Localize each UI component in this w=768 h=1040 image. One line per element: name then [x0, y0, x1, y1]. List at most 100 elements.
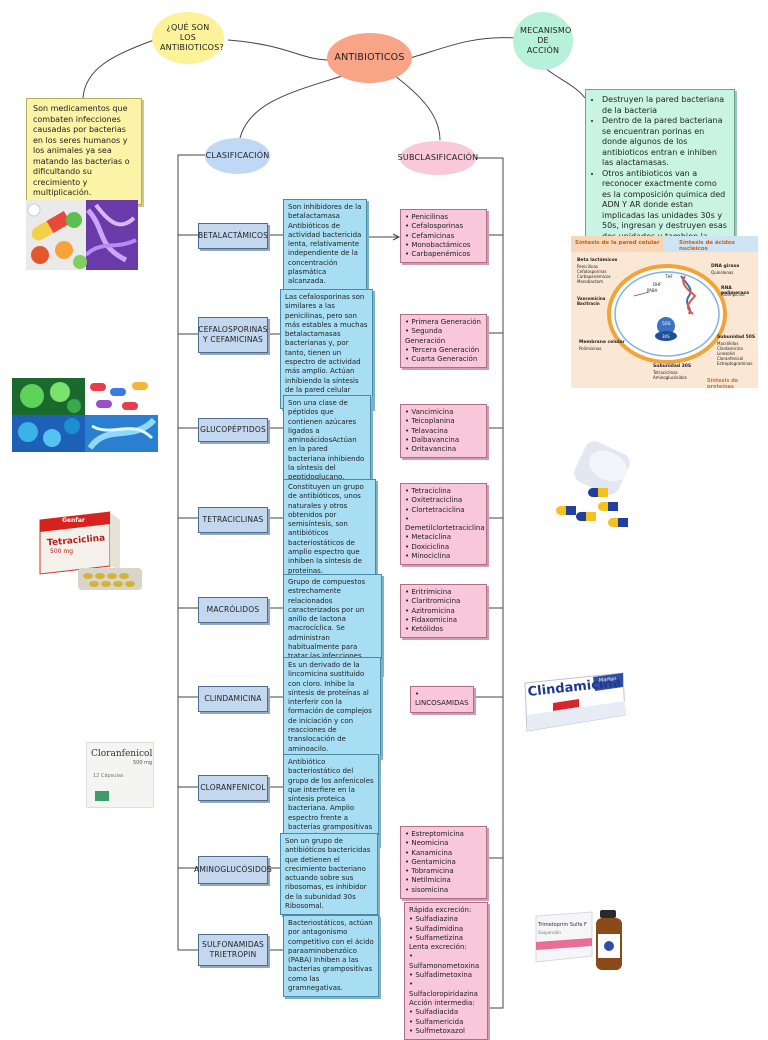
mechanism-item: Destruyen la pared bacteriana de la bact… — [602, 95, 728, 116]
subclass-item: Segunda Generación — [405, 327, 482, 346]
syrup-name: Trimetoprim Sulfa F — [538, 922, 587, 928]
subclass-list: Primera GeneraciónSegunda GeneraciónTerc… — [405, 318, 482, 364]
subclass-item: Sulfadimetoxina — [409, 971, 483, 980]
category-6: CLINDAMICINA — [198, 686, 268, 712]
subclass-item: Telavacina — [405, 427, 482, 436]
category-4: TETRACICLINAS — [198, 507, 268, 533]
category-label: CEFALOSPORINAS Y CEFAMICINAS — [198, 325, 267, 345]
description-8: Son un grupo de antibióticos bactericida… — [280, 833, 378, 915]
classification-bubble: CLASIFICACIÓN — [205, 138, 270, 174]
subclass-item: Demetilclortetraciclina — [405, 515, 482, 534]
capsules-bottle-photo — [548, 440, 634, 532]
mechanism-note: Destruyen la pared bacteriana de la bact… — [585, 89, 735, 259]
category-9: SULFONAMIDAS TRIETROPIN — [198, 934, 268, 966]
title-bubble: ANTIBIOTICOS — [327, 33, 412, 83]
subclass-item: Doxiciclina — [405, 543, 482, 552]
r50s-label: 50S — [662, 322, 671, 327]
subclass-header: Rápida excreción: — [409, 906, 483, 915]
subclass-item: Metaciclina — [405, 533, 482, 542]
subclass-item: Vancimicina — [405, 408, 482, 417]
subclass-item: Ketólidos — [405, 625, 482, 634]
subclass-item: Estreptomicina — [405, 830, 482, 839]
mechanism-list: Destruyen la pared bacteriana de la bact… — [592, 95, 728, 253]
subclass-item: Fidaxomicina — [405, 616, 482, 625]
quinolones-label: Quinolonas — [711, 270, 733, 275]
mechanism-item: Dentro de la pared bacteriana se encuent… — [602, 116, 728, 169]
sub30s-items: Tetraciclinas Aminoglucósidos — [653, 370, 687, 380]
category-label: CLORANFENICOL — [200, 783, 266, 793]
description-9: Bacteriostáticos, actúan por antagonismo… — [283, 915, 379, 997]
subclass-list: Rápida excreción:SulfadiazinaSulfadimidi… — [409, 906, 483, 1036]
subclass-item: Eritrimicina — [405, 588, 482, 597]
page-title: ANTIBIOTICOS — [334, 53, 404, 63]
category-label: AMINOGLUCÓSIDOS — [194, 865, 272, 875]
subclass-item: Dalbavancina — [405, 436, 482, 445]
subclass-item: Cefamicinas — [405, 232, 482, 241]
subclass-item: LINCOSAMIDAS — [415, 690, 469, 709]
beta-items: Penicilinas Cefalosporinas Carbapenémico… — [577, 264, 611, 284]
category-label: BETALACTÁMICOS — [198, 231, 268, 241]
r30s-label: 30S — [662, 334, 670, 339]
question-text: ¿QUÉ SON LOS ANTIBIOTICOS? — [160, 23, 216, 53]
category-label: CLINDAMICINA — [204, 694, 261, 704]
definition-text: Son medicamentos que combaten infeccione… — [33, 104, 130, 197]
subclass-item: Netilmicina — [405, 876, 482, 885]
protein-title: Síntesis de proteínas — [707, 378, 758, 388]
nucleic-title: Síntesis de ácidos nucleicos — [679, 240, 758, 252]
subclass-item: Gentamicina — [405, 858, 482, 867]
sulfa-products: Trimetoprim Sulfa F Suspensión — [534, 906, 630, 972]
subclass-header: Lenta excreción: — [409, 943, 483, 952]
category-label: MACRÓLIDOS — [207, 605, 260, 615]
mechanism-bubble: MECANISMO DE ACCIÓN — [513, 12, 573, 70]
subclass-item: sisomicina — [405, 886, 482, 895]
subclass-list: PenicilinasCefalosporinasCefamicinasMono… — [405, 213, 482, 259]
subclass-item: Cefalosporinas — [405, 222, 482, 231]
rifampin-label: Rifampicina — [721, 292, 745, 297]
subclass-list: EstreptomicinaNeomicinaKanamicinaGentami… — [405, 830, 482, 895]
subclass-item: Clortetraciclina — [405, 506, 482, 515]
description-2: Las cefalosporinas son similares a las p… — [280, 289, 373, 409]
category-1: BETALACTÁMICOS — [198, 223, 268, 249]
subclass-5: EritrimicinaClaritromicinaAzitromicinaFi… — [400, 584, 487, 638]
subclass-item: Sulfadiacida — [409, 1008, 483, 1017]
cell-wall-title: Síntesis de la pared celular — [575, 240, 660, 246]
cloranfenicol-box: Cloranfenicol 500 mg 12 Cápsulas — [86, 742, 154, 808]
bacteria-photo — [12, 378, 158, 452]
pills-photo — [26, 200, 138, 270]
subclass-1: PenicilinasCefalosporinasCefamicinasMono… — [400, 209, 487, 263]
category-8: AMINOGLUCÓSIDOS — [198, 856, 268, 884]
subclass-item: Carbapenémicos — [405, 250, 482, 259]
subclass-item: Sulfamonometoxina — [409, 952, 483, 971]
subclass-list: EritrimicinaClaritromicinaAzitromicinaFi… — [405, 588, 482, 634]
subclass-list: VancimicinaTeicoplaninaTelavacinaDalbava… — [405, 408, 482, 454]
pills-image — [26, 200, 138, 270]
subclass-item: Azitromicina — [405, 607, 482, 616]
subclass-item: Penicilinas — [405, 213, 482, 222]
cloran-logo-icon — [95, 791, 109, 801]
mechanism-diagram: Síntesis de la pared celular Síntesis de… — [571, 236, 758, 388]
subclass-item: Sulfadimidina — [409, 925, 483, 934]
subclass-item: Neomicina — [405, 839, 482, 848]
description-3: Son una clase de péptidos que contienen … — [283, 395, 371, 487]
sub50s-label: Subunidad 50S — [717, 335, 755, 340]
subclass-list: TetraciclinaOxitetraciclinaClortetracicl… — [405, 487, 482, 561]
subclass-2: Primera GeneraciónSegunda GeneraciónTerc… — [400, 314, 487, 368]
capsules-bottle-image — [548, 440, 634, 532]
subclass-item: Oxitetraciclina — [405, 496, 482, 505]
category-3: GLUCOPÉPTIDOS — [198, 418, 268, 442]
subclass-3: VancimicinaTeicoplaninaTelavacinaDalbava… — [400, 404, 487, 458]
clindamicina-box: Clindamicina Marfan — [523, 671, 627, 739]
subclass-item: Sulfametizina — [409, 934, 483, 943]
subclass-item: Claritromicina — [405, 597, 482, 606]
category-2: CEFALOSPORINAS Y CEFAMICINAS — [198, 317, 268, 353]
mechanism-title: MECANISMO DE ACCIÓN — [520, 26, 566, 56]
description-6: Es un derivado de la lincomicina sustitu… — [283, 657, 381, 758]
paba-label: PABA — [647, 288, 657, 293]
subclassification-bubble: SUBCLASIFICACIÓN — [400, 141, 476, 175]
subclass-item: Oritavancina — [405, 445, 482, 454]
dna-gyrase-label: DNA girasa — [711, 264, 739, 269]
description-4: Constituyen un grupo de antibióticos, un… — [283, 479, 376, 580]
thf-label: THF — [665, 274, 673, 279]
category-label: SULFONAMIDAS TRIETROPIN — [199, 940, 267, 960]
subclass-item: Tobramicina — [405, 867, 482, 876]
